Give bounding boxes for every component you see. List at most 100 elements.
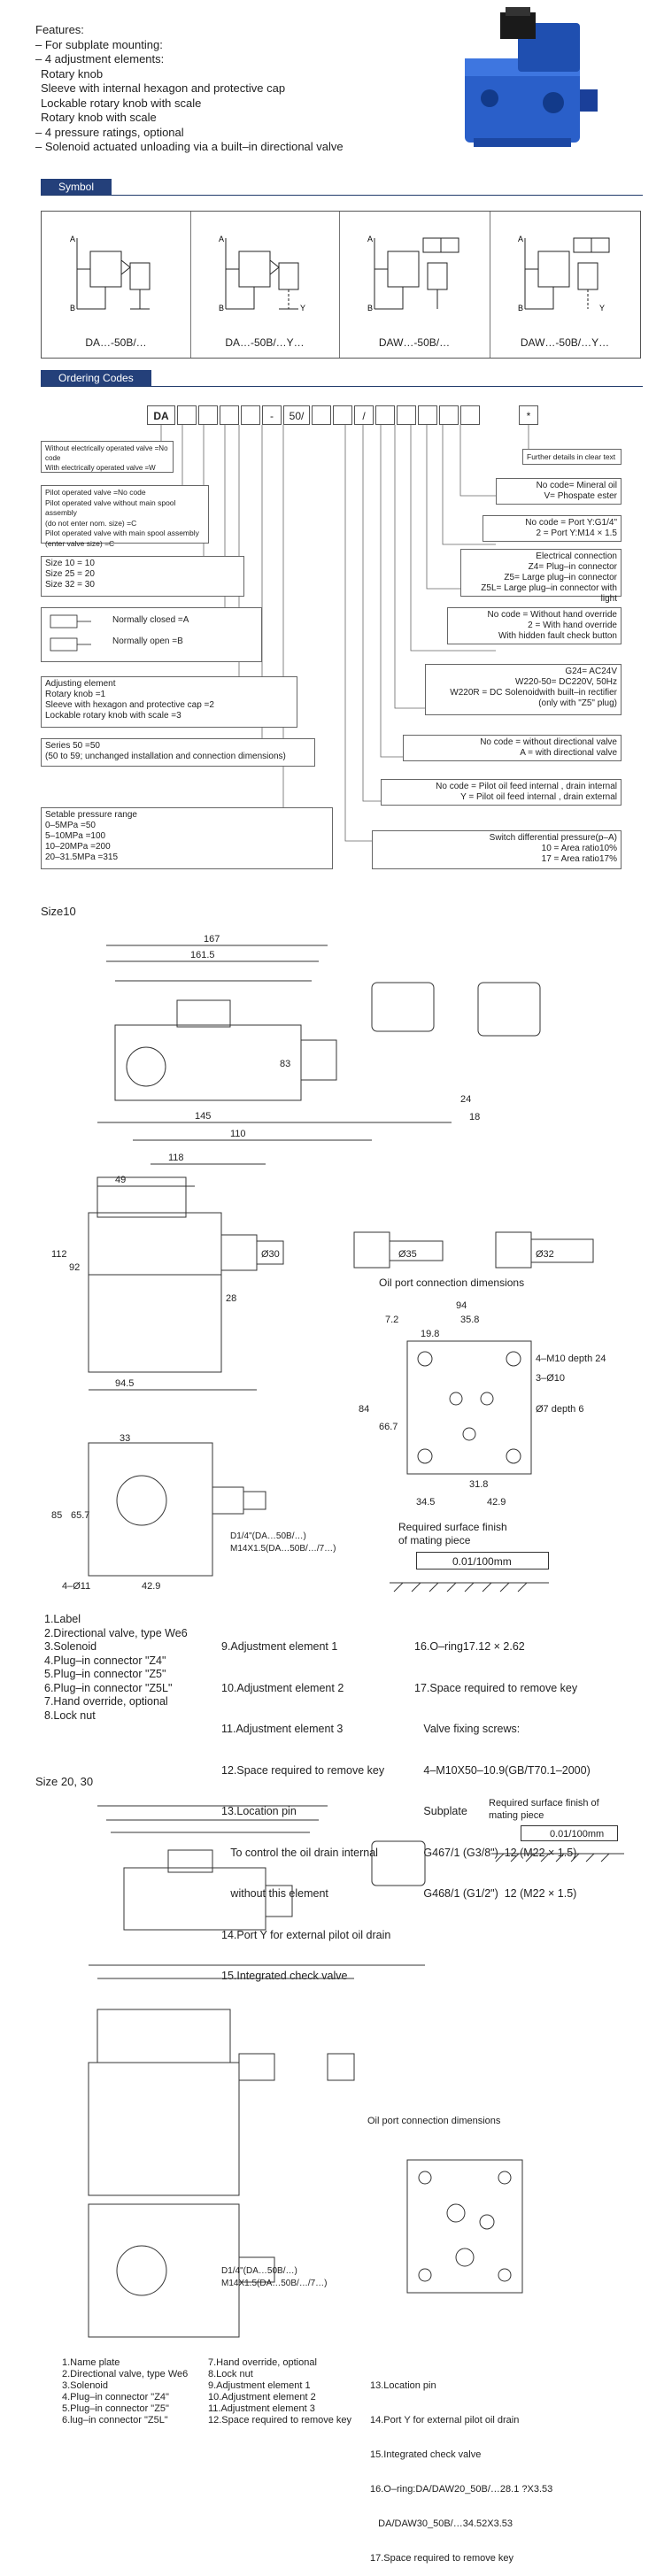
code-field xyxy=(397,405,416,425)
size20-technical-drawing: D1/4"(DA…50B/…) M14X1.5(DA…50B/…/7…) xyxy=(88,1805,426,2338)
option-line: (enter valve size) =C xyxy=(45,538,115,548)
option-line: Series 50 =50 xyxy=(45,741,100,751)
option-line: 2 = Port Y:M14 × 1.5 xyxy=(536,528,617,538)
legend-item: 4.Plug–in connector "Z4" xyxy=(62,2392,169,2402)
option-line: Pilot operated valve =No code xyxy=(45,488,146,497)
dim-label: Ø30 xyxy=(261,1249,280,1260)
dim-label: 24 xyxy=(460,1094,471,1105)
dim-label: 94.5 xyxy=(115,1378,134,1389)
symbol-tab: Symbol xyxy=(41,179,112,195)
dim-label: 3–Ø10 xyxy=(536,1373,565,1384)
option-line: 5–10MPa =100 xyxy=(45,831,106,841)
surface-finish-value: 0.01/100mm xyxy=(521,1825,618,1841)
code-field xyxy=(375,405,395,425)
option-line: Z5= Large plug–in connector xyxy=(504,573,617,582)
feature-item: Lockable rotary knob with scale xyxy=(41,96,202,110)
dim-label: Ø35 xyxy=(398,1249,417,1260)
legend-item: 1.Label xyxy=(44,1613,81,1625)
dim-label: 7.2 xyxy=(385,1315,398,1325)
option-line: G24= AC24V xyxy=(565,667,617,676)
dim-label: Ø32 xyxy=(536,1249,554,1260)
option-line: W220R = DC Solenoidwith built–in rectifi… xyxy=(450,688,617,698)
option-line: Switch differential pressure(p–A) xyxy=(489,833,617,843)
option-box: No code = Pilot oil feed internal , drai… xyxy=(381,779,622,806)
legend-item: 10.Adjustment element 2 xyxy=(221,1681,344,1694)
option-line: Electrical connection xyxy=(536,551,617,561)
option-line: Pilot operated valve without main spool … xyxy=(45,497,176,518)
dim-label: 110 xyxy=(230,1129,246,1139)
svg-text:A: A xyxy=(518,235,523,243)
thread-note: M14X1.5(DA…50B/…/7…) xyxy=(230,1544,336,1554)
code-field xyxy=(220,405,239,425)
legend-item: 10.Adjustment element 2 xyxy=(208,2392,316,2402)
thread-note: D1/4"(DA…50B/…) xyxy=(230,1531,306,1541)
features-block: Features: – For subplate mounting: – 4 a… xyxy=(35,23,443,155)
dim-label: 92 xyxy=(69,1262,80,1273)
legend-item: 13.Location pin xyxy=(370,2380,436,2391)
legend-item: 17.Space required to remove key xyxy=(370,2553,514,2564)
option-line: 2 = With hand override xyxy=(528,621,617,630)
option-line: No code = Port Y:G1/4" xyxy=(525,518,617,528)
option-box: Further details in clear text xyxy=(522,449,622,465)
code-field xyxy=(241,405,260,425)
option-line: Size 25 = 20 xyxy=(45,569,95,579)
option-line: W220-50= DC220V, 50Hz xyxy=(515,677,617,687)
dim-label: 85 xyxy=(51,1510,62,1521)
thread-note: M14X1.5(DA…50B/…/7…) xyxy=(221,2279,328,2288)
legend-item: 11.Adjustment element 3 xyxy=(208,2403,315,2414)
legend-item: 3.Solenoid xyxy=(62,2380,108,2391)
option-line: Z5L= Large plug–in connector with light xyxy=(481,583,617,604)
code-field xyxy=(460,405,480,425)
dim-label: 118 xyxy=(168,1153,184,1163)
code-field: - xyxy=(262,405,282,425)
feature-item: Rotary knob xyxy=(41,66,104,81)
legend-item: To control the oil drain internal xyxy=(221,1846,378,1859)
symbol-caption: DA…-50B/…Y… xyxy=(225,336,305,349)
legend-item: 15.Integrated check valve xyxy=(370,2449,482,2460)
option-line: Rotary knob =1 xyxy=(45,690,106,699)
option-line: Without electrically operated valve =No … xyxy=(45,444,168,462)
code-field xyxy=(333,405,352,425)
hatched-surface-icon xyxy=(390,1582,549,1593)
dim-label: 34.5 xyxy=(416,1497,435,1508)
legend-item: 12.Space required to remove key xyxy=(208,2415,352,2426)
option-line: Further details in clear text xyxy=(527,452,616,461)
option-box: Electrical connection Z4= Plug–in connec… xyxy=(460,549,622,604)
option-line: Size 32 = 30 xyxy=(45,580,95,590)
feature-item: Sleeve with internal hexagon and protect… xyxy=(41,81,286,95)
size10-technical-drawing: 167 161.5 145 110 118 49 94.5 83 24 18 1… xyxy=(51,934,594,1592)
size10-title: Size10 xyxy=(41,905,76,918)
svg-text:B: B xyxy=(518,304,523,312)
hydraulic-symbol-icon: A B Y xyxy=(518,235,610,312)
feature-item: – 4 adjustment elements: xyxy=(35,52,165,66)
option-line: With electrically operated valve =W xyxy=(45,464,156,472)
legend-item: 1.Name plate xyxy=(62,2357,120,2368)
option-line: Lockable rotary knob with scale =3 xyxy=(45,711,181,721)
dim-label: 33 xyxy=(120,1433,130,1444)
option-line: Pilot operated valve with main spool ass… xyxy=(45,528,199,537)
svg-text:Y: Y xyxy=(599,304,605,312)
size10-legend-col1: 1.Label 2.Directional valve, type We6 3.… xyxy=(44,1613,221,1723)
svg-text:B: B xyxy=(219,304,224,312)
option-line: Sleeve with hexagon and protective cap =… xyxy=(45,700,214,710)
option-box: Without electrically operated valve =No … xyxy=(41,441,174,473)
hydraulic-symbol-icon: AB xyxy=(70,235,151,312)
legend-item: G468/1 (G1/2") 12 (M22 × 1.5) xyxy=(414,1887,577,1900)
feature-item: – 4 pressure ratings, optional xyxy=(35,125,184,139)
option-line: V= Phospate ester xyxy=(544,491,617,501)
option-line: (50 to 59; unchanged installation and co… xyxy=(45,752,286,761)
option-box: Adjusting element Rotary knob =1 Sleeve … xyxy=(41,676,297,728)
dim-label: 112 xyxy=(51,1249,67,1260)
legend-item: 16.O–ring:DA/DAW20_50B/…28.1 ?X3.53 xyxy=(370,2484,553,2495)
legend-item: 16.O–ring17.12 × 2.62 xyxy=(414,1640,525,1653)
option-line: 17 = Area ratio17% xyxy=(541,854,617,864)
dim-label: 19.8 xyxy=(421,1329,439,1339)
option-box: Setable pressure range 0–5MPa =50 5–10MP… xyxy=(41,807,333,869)
option-line: No code = Pilot oil feed internal , drai… xyxy=(436,782,617,791)
dim-label: 28 xyxy=(226,1293,236,1304)
option-line: No code = Without hand override xyxy=(487,610,617,620)
svg-text:A: A xyxy=(367,235,373,243)
option-box: Size 10 = 10 Size 25 = 20 Size 32 = 30 xyxy=(41,556,244,597)
